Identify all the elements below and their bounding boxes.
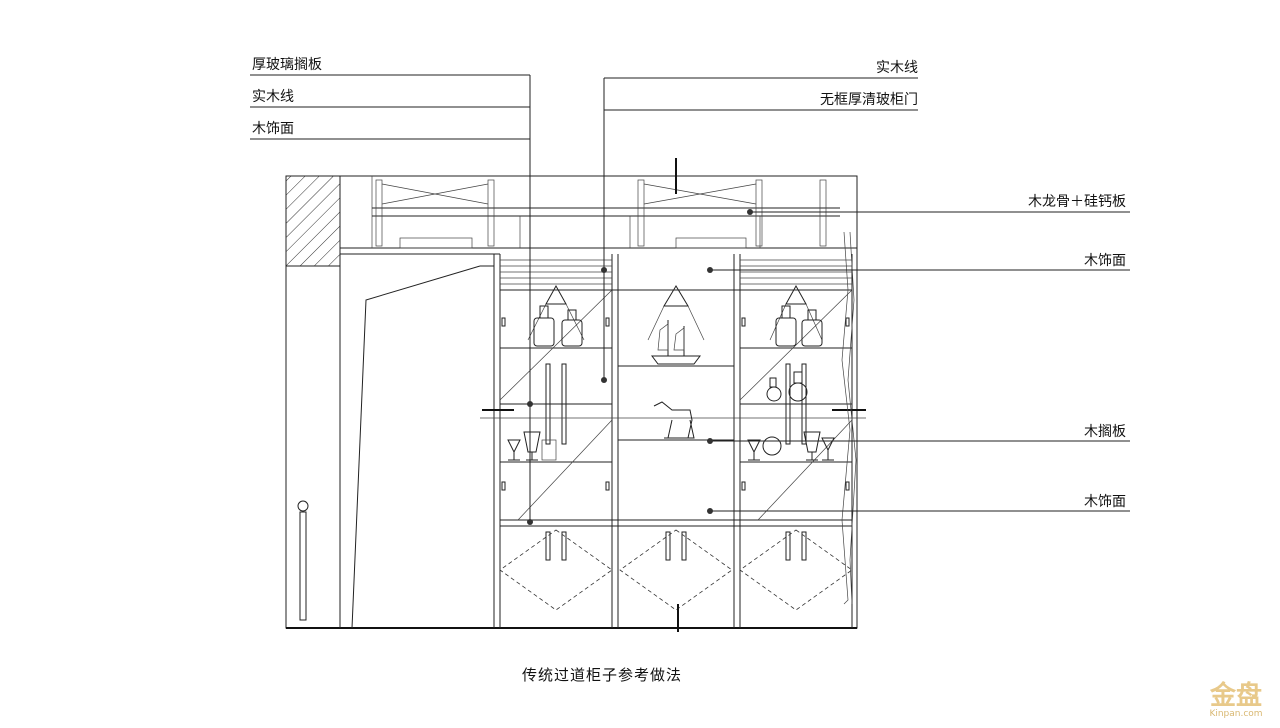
- label-solid-wood-trim-left: 实木线: [252, 89, 294, 105]
- bottles-left: [533, 305, 583, 347]
- glassware-right: [747, 371, 835, 461]
- label-frameless-glass-door: 无框厚清玻柜门: [820, 92, 918, 108]
- label-wood-veneer-left: 木饰面: [252, 121, 294, 137]
- label-wood-veneer-lower: 木饰面: [1084, 494, 1126, 510]
- glassware-left: [507, 431, 557, 461]
- lamp-center: [647, 285, 705, 341]
- watermark-logo: 金盘 Kinpan.com: [1209, 680, 1263, 719]
- label-wood-frame-calcium-board: 木龙骨＋硅钙板: [1028, 194, 1126, 210]
- ship-model: [651, 320, 701, 365]
- label-thick-glass-shelf: 厚玻璃搁板: [252, 56, 322, 73]
- watermark-text: 金盘: [1209, 680, 1262, 711]
- hatched-wall-section: [285, 175, 341, 267]
- wall-handle: [297, 500, 309, 621]
- side-drape: [841, 231, 857, 605]
- label-wood-shelf: 木搁板: [1084, 424, 1126, 440]
- bottles-right: [775, 305, 823, 347]
- horse-figurine: [653, 401, 695, 439]
- outer-frame: [285, 175, 858, 629]
- drawing-caption: 传统过道柜子参考做法: [522, 666, 682, 684]
- label-wood-veneer-upper: 木饰面: [1084, 253, 1126, 269]
- cabinet-body: [480, 158, 866, 632]
- label-solid-wood-trim-right: 实木线: [876, 60, 918, 76]
- open-door-panel: [351, 265, 494, 629]
- leader-lines: [250, 74, 1130, 525]
- watermark-subtext: Kinpan.com: [1209, 709, 1262, 719]
- ceiling-soffit: [339, 176, 857, 628]
